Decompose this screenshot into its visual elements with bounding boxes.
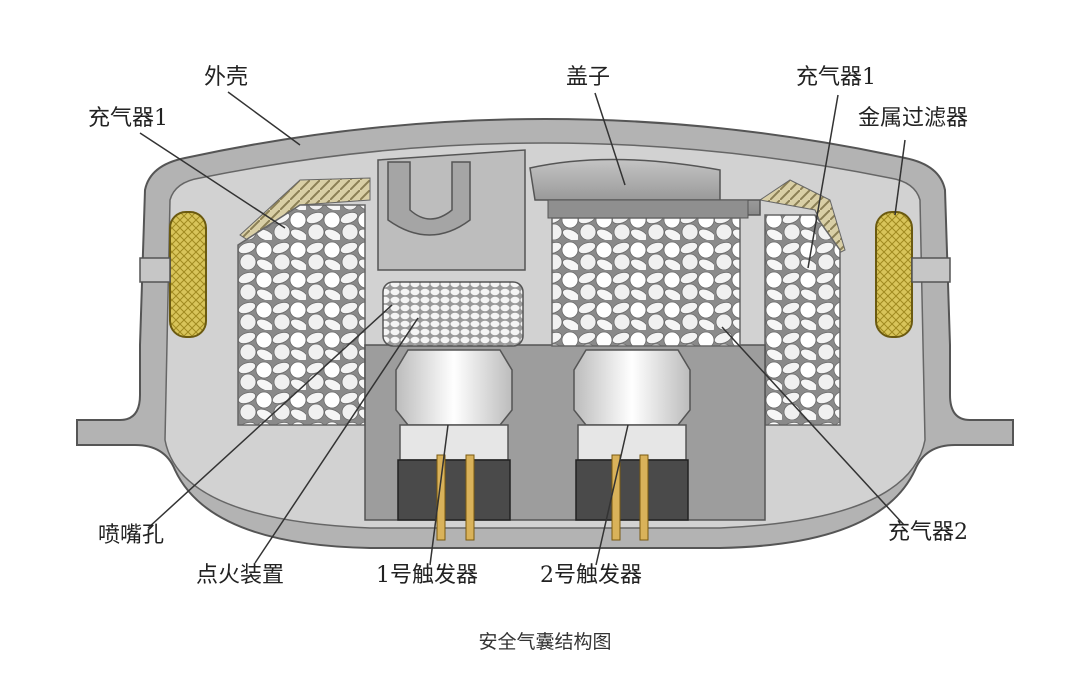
flange-left — [139, 257, 171, 283]
leader-inflator2 — [721, 326, 905, 526]
packing-right — [758, 179, 846, 256]
label-cover: 盖子 — [566, 65, 611, 90]
figure-caption: 安全气囊结构图 — [478, 631, 612, 653]
cover-plate — [547, 199, 749, 219]
label-outer-shell: 外壳 — [204, 65, 249, 90]
ignition-device-granules — [382, 281, 524, 347]
label-inflator1-right: 充气器1 — [796, 65, 876, 90]
igniter-tube — [387, 161, 471, 236]
metal-filter-left — [169, 211, 207, 338]
leader-inflator1-left — [139, 132, 286, 229]
trigger1 — [395, 349, 513, 541]
label-nozzle-hole: 喷嘴孔 — [98, 523, 165, 548]
inflator1-right-chamber — [764, 214, 841, 426]
label-metal-filter: 金属过滤器 — [858, 106, 969, 131]
label-inflator1-left: 充气器1 — [88, 106, 168, 131]
inflator2-chamber — [551, 217, 741, 347]
label-ignition-device: 点火装置 — [196, 563, 285, 588]
leader-cover — [594, 92, 626, 186]
trigger2 — [573, 349, 691, 541]
leader-outer-shell — [227, 91, 301, 146]
leader-ignition-device — [254, 317, 419, 564]
label-trigger1: 1号触发器 — [376, 563, 478, 588]
leader-trigger2 — [595, 424, 629, 566]
metal-filter-right — [875, 211, 913, 338]
inflator1-left-chamber — [237, 204, 366, 426]
label-trigger2: 2号触发器 — [540, 563, 642, 588]
leader-lines — [139, 91, 906, 566]
leader-metal-filter — [894, 139, 906, 216]
flange-right — [911, 257, 951, 283]
label-inflator2: 充气器2 — [888, 520, 968, 545]
leader-inflator1-right — [807, 94, 839, 269]
leader-trigger1 — [429, 424, 449, 566]
leader-nozzle-hole — [147, 304, 393, 529]
